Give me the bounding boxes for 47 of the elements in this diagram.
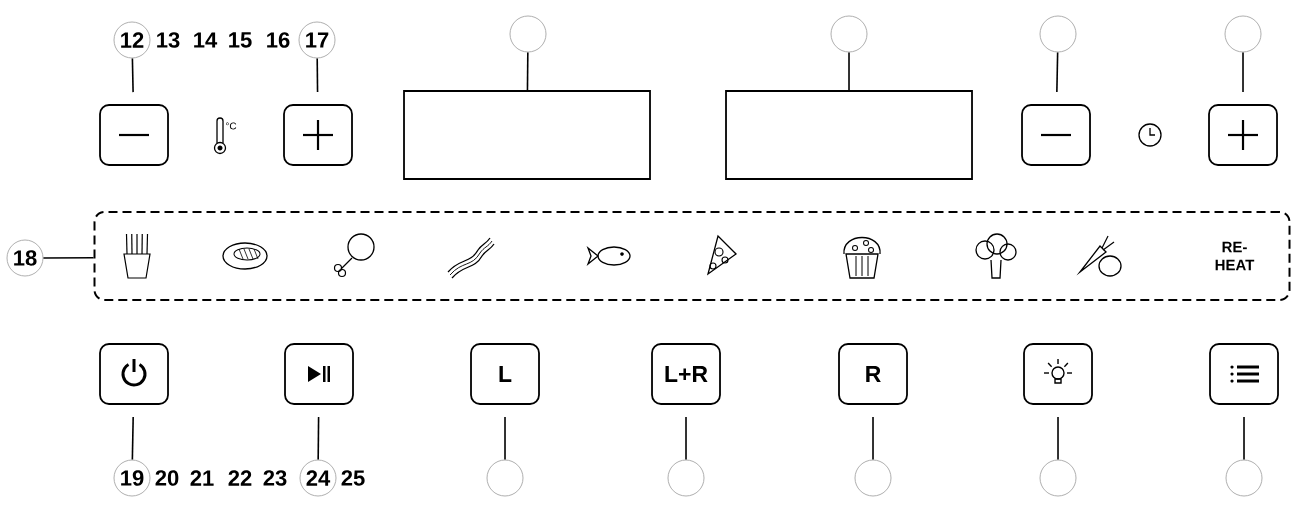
callout-number: 25 [341, 470, 365, 486]
preset-band: RE- HEAT [93, 211, 1291, 301]
callout-number: 13 [157, 32, 180, 48]
callout-circle [667, 459, 705, 497]
leader-line [42, 257, 95, 259]
power-button [99, 343, 169, 405]
callout-circle [486, 459, 524, 497]
minus-button [1021, 104, 1091, 166]
leader-line [504, 416, 506, 461]
display-box [403, 90, 651, 180]
both-button: L+R [651, 343, 721, 405]
play-pause-button [284, 343, 354, 405]
right-button: R [838, 343, 908, 405]
leader-line [131, 57, 134, 93]
leader-line [685, 416, 687, 461]
leader-line [1242, 51, 1244, 93]
leader-line [1057, 416, 1059, 461]
plus-button [1208, 104, 1278, 166]
callout-circle [1039, 15, 1077, 53]
minus-button [99, 104, 169, 166]
leader-line [872, 416, 874, 461]
light-button [1023, 343, 1093, 405]
callout-number: 21 [190, 470, 214, 486]
unit-label: °C [226, 122, 237, 130]
leader-line [131, 416, 134, 461]
callout-circle [1225, 459, 1263, 497]
leader-line [848, 51, 850, 91]
leader-line [526, 51, 529, 91]
callout-number: 15 [229, 32, 252, 48]
callout-circle [1039, 459, 1077, 497]
leader-line [1056, 51, 1059, 93]
callout-number: 14 [194, 32, 218, 48]
display-box [725, 90, 973, 180]
callout-number: 23 [263, 470, 287, 486]
leader-line [316, 57, 319, 93]
leader-line [317, 416, 320, 461]
plus-button [283, 104, 353, 166]
callout-circle [854, 459, 892, 497]
callout-number: 20 [155, 470, 179, 486]
callout-circle [1224, 15, 1262, 53]
leader-line [1243, 416, 1245, 461]
menu-button [1209, 343, 1279, 405]
left-button: L [470, 343, 540, 405]
callout-circle [509, 15, 547, 53]
callout-number: 22 [228, 470, 252, 486]
callout-circle [830, 15, 868, 53]
callout-number: 16 [267, 32, 290, 48]
